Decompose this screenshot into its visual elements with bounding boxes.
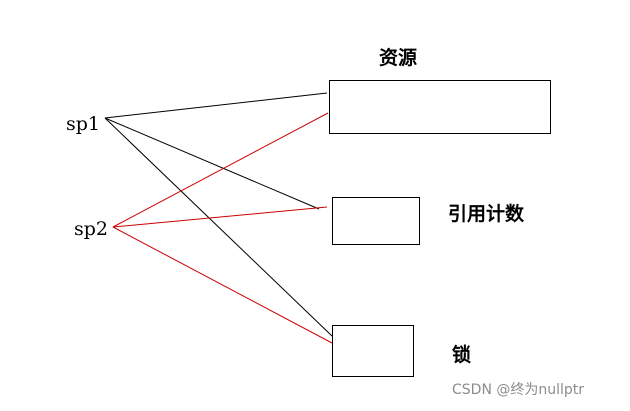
lock-box-label: 锁 <box>452 344 472 366</box>
sp2-to-lock-line <box>112 226 333 344</box>
sp2-to-ref-count-line <box>112 206 328 228</box>
csdn-watermark: CSDN @终为nullptr <box>452 382 585 398</box>
sp2-to-resource-line <box>112 112 329 228</box>
sp2-label: sp2 <box>74 218 109 240</box>
lock-box <box>332 325 414 377</box>
sp1-to-lock-line <box>104 117 333 337</box>
sp1-label: sp1 <box>66 113 101 135</box>
sp1-to-ref-count-line <box>104 117 320 210</box>
resource-box <box>329 80 551 134</box>
sp1-to-resource-line <box>104 92 328 119</box>
resource-box-label: 资源 <box>379 47 418 69</box>
ref-count-box <box>332 197 420 245</box>
ref-count-box-label: 引用计数 <box>448 203 525 225</box>
